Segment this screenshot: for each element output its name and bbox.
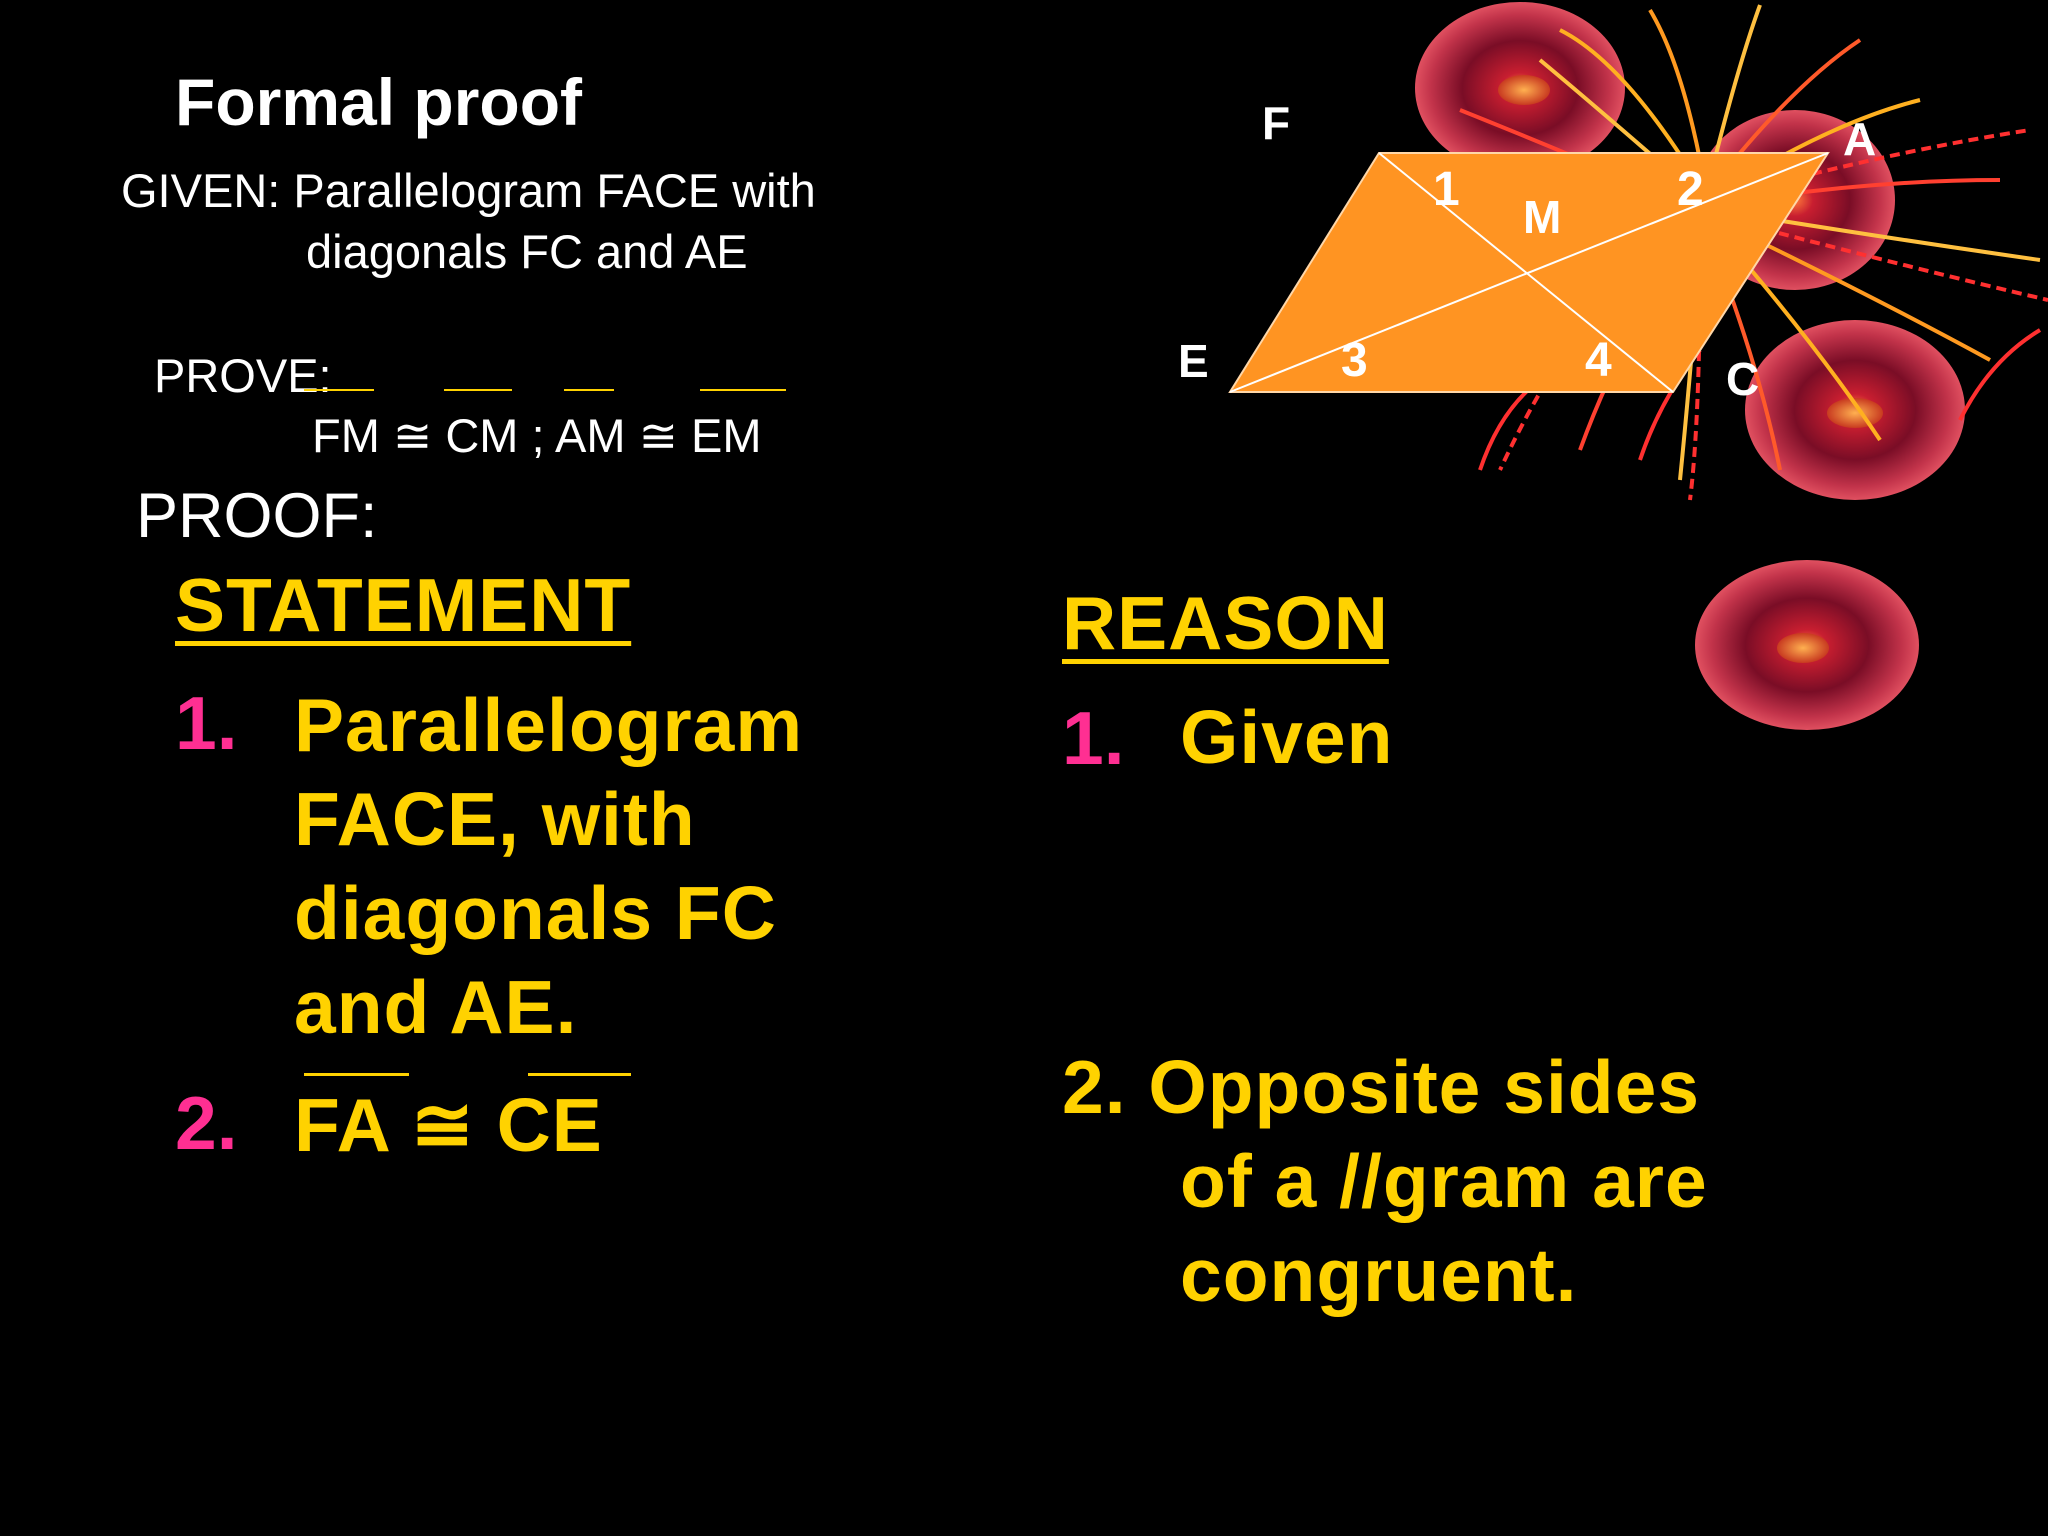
statement-1-number: 1.	[175, 681, 238, 765]
given-line-1: GIVEN: Parallelogram FACE with	[121, 164, 816, 217]
vertex-label-a: A	[1843, 113, 1877, 165]
statement-header: STATEMENT	[175, 563, 632, 647]
proof-label: PROOF:	[136, 481, 378, 551]
red-blob-top	[1415, 2, 1625, 174]
statement-1: Parallelogram FACE, with diagonals FC an…	[294, 678, 803, 1054]
statement-1-line-1: Parallelogram	[294, 683, 804, 767]
reason-2-line-3: congruent.	[1180, 1233, 1578, 1317]
reason-header: REASON	[1062, 581, 1389, 665]
vertex-label-c: C	[1726, 353, 1760, 405]
vertex-label-e: E	[1178, 335, 1209, 387]
vertex-label-f: F	[1262, 97, 1291, 149]
segment-ce: CE	[496, 1083, 603, 1167]
statement-2-number: 2.	[175, 1081, 238, 1165]
reason-2-line-1: 2. Opposite sides	[1062, 1045, 1701, 1129]
reason-2: 2. Opposite sides of a //gram are congru…	[1062, 1040, 1708, 1322]
angle-label-3: 3	[1341, 334, 1368, 387]
statement-2: FA ≅ CE	[294, 1078, 603, 1172]
angle-label-2: 2	[1677, 163, 1704, 216]
prove-statement: FM ≅ CM ; AM ≅ EM	[312, 409, 762, 462]
overbar-fa	[304, 1073, 409, 1076]
congruent-symbol: ≅	[410, 1083, 475, 1167]
angle-label-1: 1	[1433, 163, 1460, 216]
reason-1-number: 1.	[1062, 696, 1125, 780]
diagonal-ae	[1229, 152, 1829, 393]
prove-label: PROVE:	[154, 349, 332, 402]
prove-overbars	[304, 389, 786, 391]
angle-label-4: 4	[1585, 334, 1612, 387]
reason-2-line-2: of a //gram are	[1180, 1139, 1708, 1223]
reason-1: Given	[1180, 695, 1394, 779]
overbar-ce	[528, 1073, 631, 1076]
slide-title: Formal proof	[175, 65, 582, 139]
statement-1-line-4: and AE.	[294, 965, 578, 1049]
midpoint-label-m: M	[1523, 191, 1562, 243]
statement-1-line-3: diagonals FC	[294, 871, 777, 955]
red-blob-right	[1695, 560, 1919, 730]
diagonal-fc	[1378, 152, 1674, 393]
statement-1-line-2: FACE, with	[294, 777, 696, 861]
segment-fa: FA	[294, 1083, 390, 1167]
given-line-2: diagonals FC and AE	[306, 225, 748, 278]
